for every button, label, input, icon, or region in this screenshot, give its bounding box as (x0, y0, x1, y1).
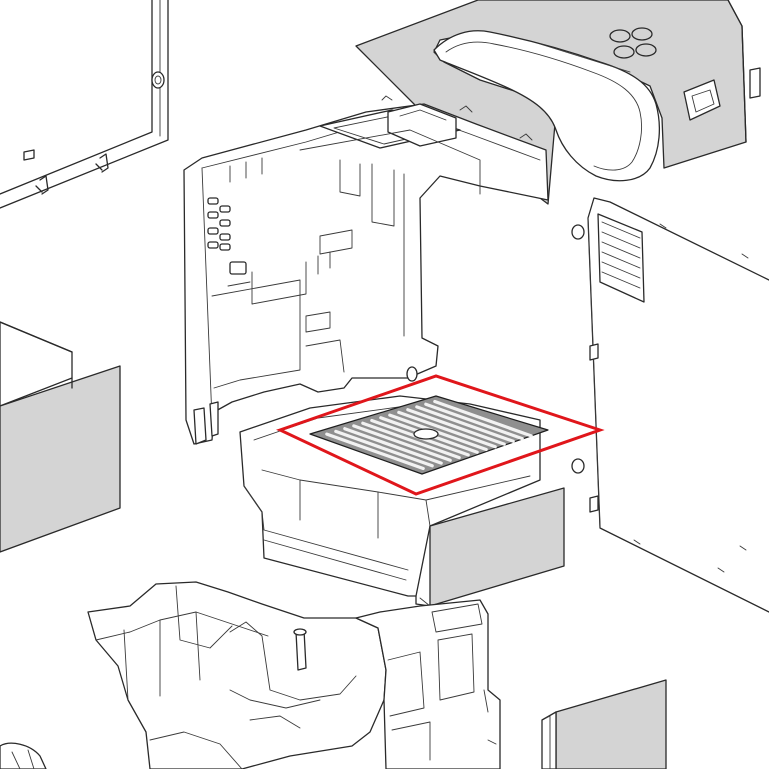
top-cover (355, 0, 761, 205)
grate-slot (415, 405, 515, 443)
left-housing-panel (0, 0, 169, 209)
base-chassis (0, 581, 501, 769)
grate-slot (424, 402, 524, 441)
grate-slot (406, 408, 506, 446)
highlight-outline (276, 374, 605, 496)
inner-frame (183, 95, 549, 445)
grate-slot (325, 432, 425, 471)
drip-tray-grate (309, 395, 549, 475)
grate-slot (433, 399, 533, 438)
grate-slot (361, 421, 461, 460)
grate-slot (352, 424, 452, 462)
right-side-panel (571, 197, 769, 613)
grate-drain-hole (413, 428, 439, 440)
grate-slot (334, 429, 434, 468)
grate-slot (343, 427, 443, 465)
grate-slot (397, 410, 497, 449)
drip-tray-front-cover (415, 487, 565, 607)
left-box (0, 321, 121, 553)
lower-right-panel (541, 679, 667, 769)
